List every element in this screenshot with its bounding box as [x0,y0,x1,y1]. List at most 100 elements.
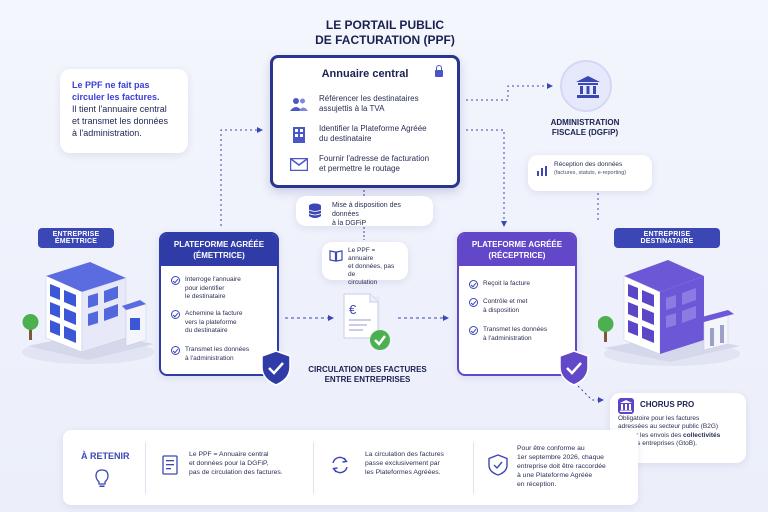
pa-e-i1-l2: pour identifier [185,284,225,292]
connector-pa-chorus [577,385,604,403]
circulation-line-1: CIRCULATION DES FACTURES [308,365,427,374]
building-destinataire-illustration [598,260,740,366]
pa-e-i1-l1: Interroge l'annuaire [185,276,241,283]
note-line-3: Il tient l'annuaire central [72,104,167,114]
pa-receptrice-header: PLATEFORME AGRÉÉE (RÉCEPTRICE) [459,234,575,266]
page-title: LE PORTAIL PUBLIC DE FACTURATION (PPF) [240,18,530,48]
tag-entreprise-destinataire: ENTREPRISE DESTINATAIRE [614,228,720,248]
chart-icon [537,166,547,176]
pa-receptrice-title-2: (RÉCEPTRICE) [488,251,546,260]
divider [145,442,146,494]
reception-data-card: Réception des données (factures, statuts… [528,155,652,191]
mise-line-2: à la DGFiP [332,220,367,227]
retenir-2-l2: passe exclusivement par [365,460,440,467]
lightbulb-icon [95,469,109,487]
reception-line-1: Réception des données [554,161,623,168]
ppfnote-line-2: et données, pas de [348,263,395,278]
ppfnote-line-3: circulation [348,279,378,286]
shield-check-icon [261,350,291,386]
pa-r-i3-l2: à l'administration [483,334,532,342]
reception-line-2: (factures, statuts, e-reporting) [554,170,627,176]
admin-fiscale-label: ADMINISTRATION FISCALE (DGFiP) [535,118,635,138]
retenir-3-l3: entreprise doit être raccordée [517,463,606,470]
pa-receptrice-item-1: Reçoit la facture [469,280,569,289]
title-line-2: DE FACTURATION (PPF) [315,33,455,47]
pa-emettrice-title-2: (ÉMETTRICE) [193,251,245,260]
divider [313,442,314,494]
circulation-title: CIRCULATION DES FACTURES ENTRE ENTREPRIS… [300,365,435,385]
divider [473,442,474,494]
pa-receptrice-item-3: Transmet les données à l'administration [469,326,569,343]
check-icon [469,298,478,307]
ppf-row-2-line-1: Identifier la Plateforme Agréée [319,124,427,133]
mise-line-1: Mise à disposition des données [332,202,401,218]
retenir-3-l5: en réception. [517,481,557,488]
note-highlight-2: circuler les factures. [72,92,160,102]
retenir-1-l1: Le PPF = Annuaire central [189,451,269,458]
circulation-line-2: ENTRE ENTREPRISES [324,375,411,384]
retenir-title: À RETENIR [81,451,130,461]
pa-emettrice-item-3: Transmet les données à l'administration [171,346,271,363]
connector-pa-left-ppf [220,127,263,226]
building-icon [289,124,309,144]
admin-label-line-1: ADMINISTRATION [550,118,620,127]
note-line-5: à l'administration. [72,128,142,138]
pa-e-i3-l1: Transmet les données [185,346,250,353]
pa-r-i1-l1: Reçoit la facture [483,280,530,287]
pa-receptrice-item-2: Contrôle et met à disposition [469,298,569,315]
ppf-row-1-line-1: Référencer les destinataires [319,94,419,103]
chorus-line-1: Obligatoire pour les factures [618,414,700,422]
retenir-1-l2: et données pour la DGFiP, [189,460,269,467]
chorus-line-4: vers les entreprises (GtoB). [618,440,698,447]
pa-emettrice-title-1: PLATEFORME AGRÉÉE [173,240,265,249]
chorus-line-2: adressées au secteur public (B2G) [618,423,719,430]
admin-label-line-2: FISCALE (DGFiP) [551,128,619,137]
ppf-annuaire-box: Annuaire central Référencer les destinat… [270,55,460,188]
ppf-row-3-line-2: et permettre le routage [319,164,400,173]
chorus-pro-card: CHORUS PRO Obligatoire pour les factures… [610,393,746,463]
pa-e-i2-l2: vers la plateforme [185,318,237,326]
euro-symbol: € [349,302,357,317]
envelope-icon [289,154,309,174]
check-icon [171,276,180,285]
pa-e-i1-l3: le destinataire [185,293,226,300]
ppf-row-1-line-2: assujettis à la TVA [319,104,385,113]
title-line-1: LE PORTAIL PUBLIC [325,18,445,32]
retenir-panel: À RETENIR Le PPF = Annuaire central et d… [63,430,638,505]
retenir-2-l3: les Plateformes Agréées. [365,469,441,476]
chorus-line-3-bold: collectivités [683,431,721,439]
pa-emettrice-item-1: Interroge l'annuaire pour identifier le … [171,276,271,302]
ppfnote-line-1: Le PPF = annuaire [348,247,376,262]
retenir-3-l1: Pour être conforme au [517,445,585,452]
invoice-document-icon: € [342,292,390,350]
note-line-4: et transmet les données [72,116,169,126]
mise-disposition-card: Mise à disposition des données à la DGFi… [296,196,433,227]
pa-emettrice-item-2: Achemine la facture vers la plateforme d… [171,310,271,336]
ppf-explanation-note: Le PPF ne fait pas circuler les factures… [60,69,188,153]
check-icon [171,346,180,355]
refresh-icon [332,456,348,474]
book-icon [329,250,343,262]
ppf-role-note: Le PPF = annuaire et données, pas de cir… [322,242,408,286]
retenir-1-l3: pas de circulation des factures. [189,469,283,476]
shield-check-icon [559,350,589,386]
ppf-header: Annuaire central [321,68,409,80]
document-list-icon [162,455,178,475]
retenir-3-l4: à une Plateforme Agréée [517,472,593,479]
lock-icon [435,65,443,77]
pa-emettrice-card: PLATEFORME AGRÉÉE (ÉMETTRICE) Interroge … [159,232,279,376]
pa-r-i3-l1: Transmet les données [483,326,548,333]
pa-emettrice-header: PLATEFORME AGRÉÉE (ÉMETTRICE) [161,234,277,266]
users-icon [289,94,309,114]
chorus-line-3-pre: et pour les envois des [618,431,684,439]
connector-ppf-admin [466,83,553,101]
pa-r-i2-l2: à disposition [483,306,520,314]
retenir-3-l2: 1er septembre 2026, chaque [517,454,604,461]
ppf-row-2-line-2: du destinataire [319,134,372,143]
check-icon [469,280,478,289]
pa-r-i2-l1: Contrôle et met [483,298,528,305]
chorus-line-3: et pour les envois des collectivités [618,432,738,441]
retenir-item-1: Le PPF = Annuaire central et données pou… [189,450,283,477]
shield-outline-icon [488,454,508,476]
